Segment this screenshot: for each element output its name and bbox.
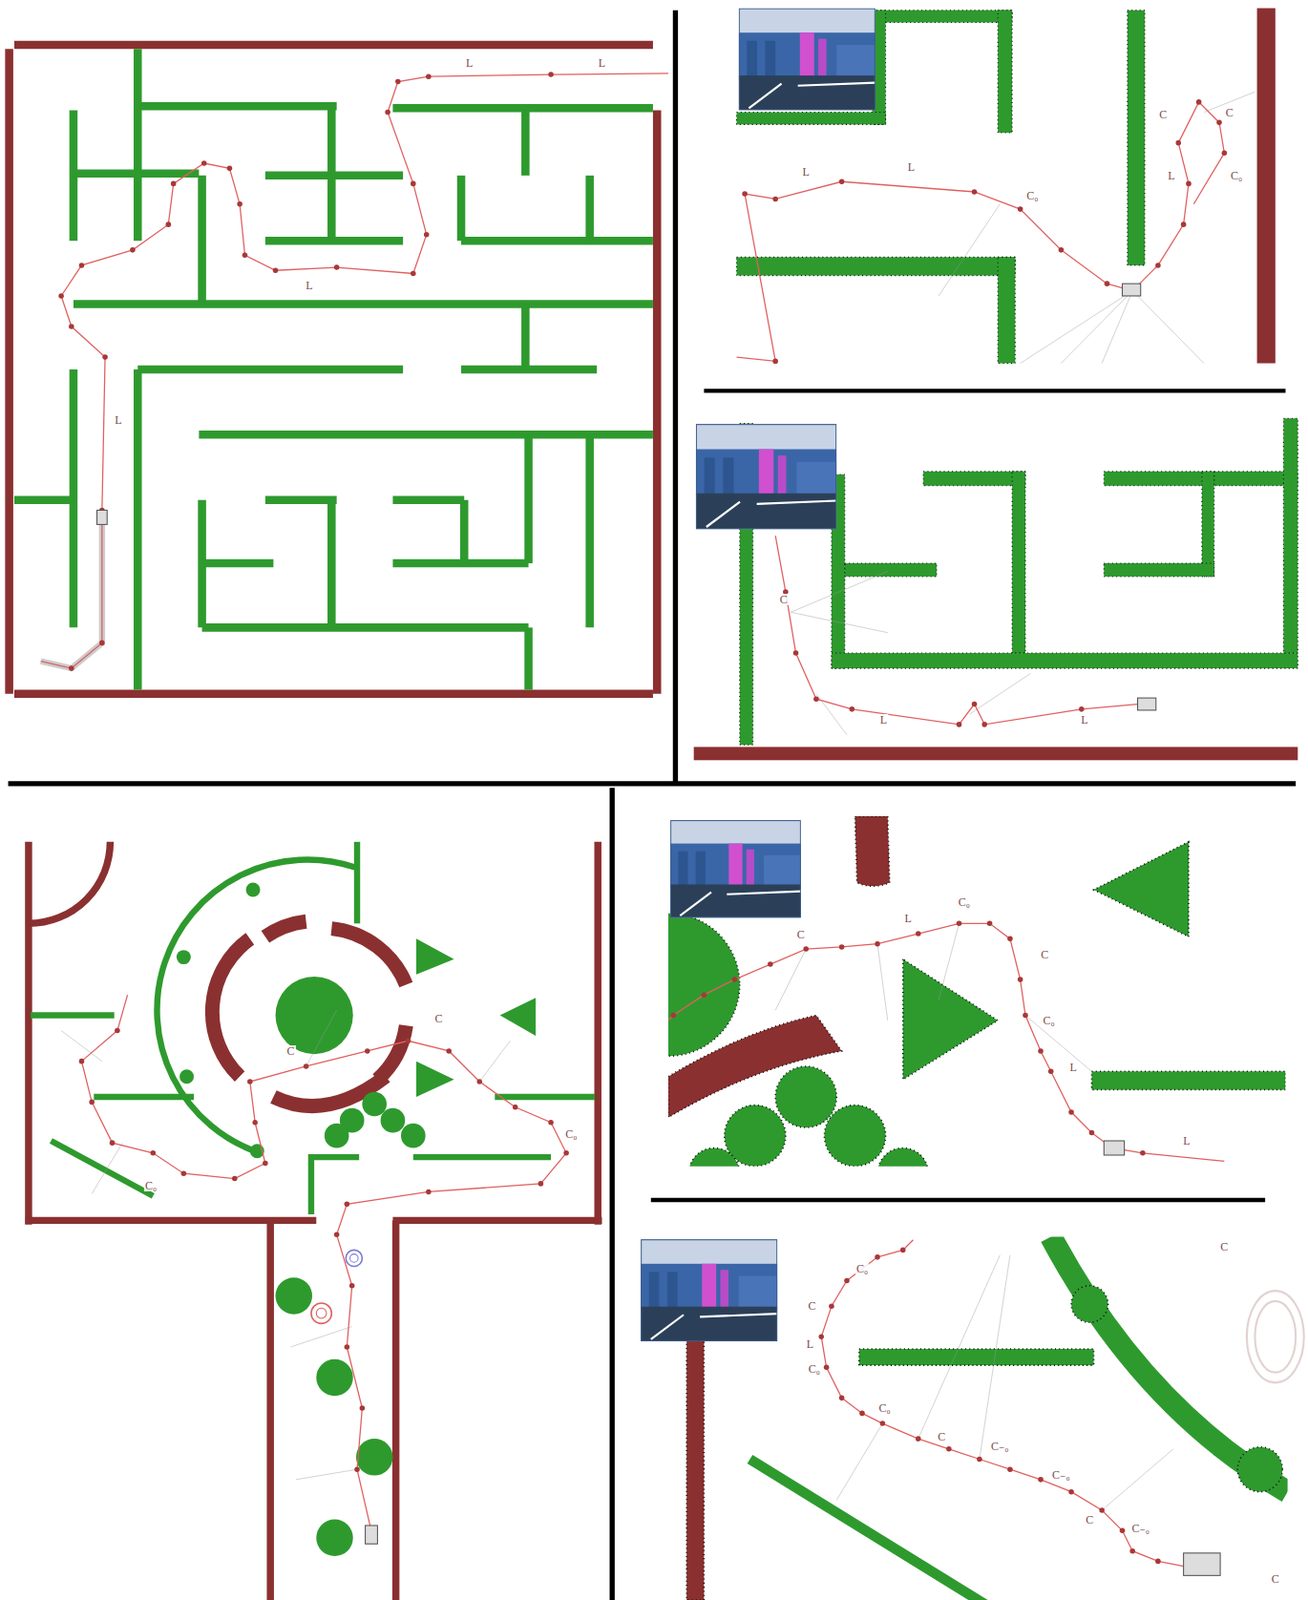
- trajectory-label: L: [805, 1338, 815, 1351]
- trajectory-label: C₀: [144, 1180, 158, 1192]
- trajectory-label: C₀: [855, 1263, 869, 1275]
- trajectory-label: L: [1069, 1061, 1078, 1074]
- trajectory-label: L: [113, 414, 123, 426]
- trajectory-label: C₀: [564, 1128, 578, 1140]
- trajectory-label: C: [796, 928, 806, 941]
- trajectory-label: L: [907, 161, 916, 173]
- trajectory-label: L: [304, 279, 314, 292]
- trajectory-label: L: [801, 166, 811, 178]
- trajectory-label: L: [464, 57, 474, 69]
- trajectory-label: C: [1158, 108, 1168, 121]
- trajectory-label: C₋₀: [1130, 1522, 1151, 1535]
- trajectory-label: C: [1219, 1241, 1229, 1253]
- trajectory-label: L: [1181, 1135, 1191, 1147]
- trajectory-label: L: [1166, 169, 1176, 182]
- trajectory-label: C₀: [1041, 1014, 1055, 1027]
- trajectory-label: L: [1079, 714, 1089, 726]
- trajectory-label: L: [597, 57, 607, 69]
- trajectory-label: L: [903, 912, 912, 925]
- trajectory-label: C₀: [877, 1402, 891, 1414]
- trajectory-label: C₀: [1229, 169, 1244, 182]
- trajectory-label: C₀: [957, 896, 971, 908]
- trajectory-label: C: [779, 593, 789, 606]
- trajectory-label: C: [936, 1431, 947, 1443]
- trajectory-label: C₋₀: [1051, 1469, 1072, 1481]
- trajectory-label: C: [1224, 106, 1235, 119]
- trajectory-label: C: [1084, 1514, 1095, 1526]
- trajectory-label: C: [286, 1045, 296, 1057]
- trajectory-label: C: [1039, 949, 1050, 961]
- trajectory-label: L: [879, 714, 888, 726]
- trajectory-label: C: [807, 1300, 818, 1312]
- trajectory-label: C₋₀: [990, 1440, 1011, 1453]
- trajectory-label: C₀: [807, 1363, 822, 1375]
- trajectory-label: C: [1270, 1573, 1281, 1585]
- trajectory-label: C₀: [1025, 189, 1039, 202]
- trajectory-label: C: [434, 1012, 444, 1025]
